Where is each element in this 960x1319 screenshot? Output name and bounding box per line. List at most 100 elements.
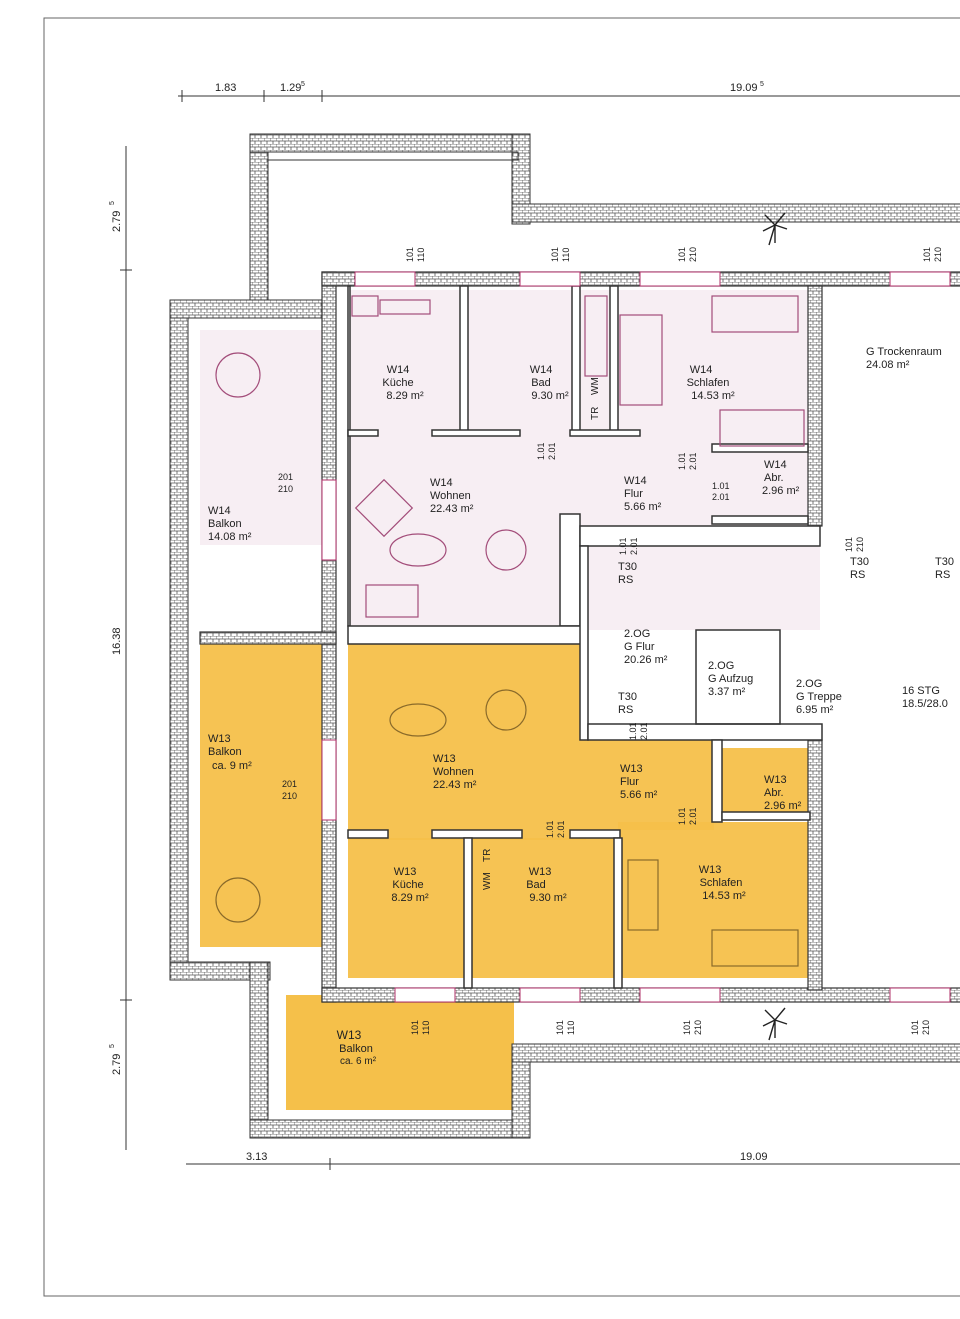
- svg-text:Balkon: Balkon: [208, 746, 242, 758]
- svg-text:W14: W14: [208, 505, 231, 517]
- svg-text:W13: W13: [433, 753, 456, 765]
- svg-text:5.66 m²: 5.66 m²: [620, 789, 658, 801]
- svg-text:RS: RS: [618, 574, 633, 586]
- svg-text:210: 210: [933, 247, 943, 262]
- w13-balkon-bottom-area: [286, 995, 514, 1110]
- svg-text:101: 101: [682, 1020, 692, 1035]
- svg-text:ca. 9 m²: ca. 9 m²: [212, 760, 252, 772]
- svg-text:T30: T30: [850, 556, 869, 568]
- w13-kueche-area: [348, 838, 468, 978]
- svg-text:Abr.: Abr.: [764, 472, 784, 484]
- dim-left-bottom: 2.79: [111, 1054, 123, 1075]
- dim-left-top: 2.79: [111, 211, 123, 232]
- svg-text:Küche: Küche: [382, 377, 413, 389]
- svg-text:W14: W14: [624, 475, 647, 487]
- svg-text:Flur: Flur: [620, 776, 639, 788]
- svg-text:9.30 m²: 9.30 m²: [531, 390, 569, 402]
- w13-balkon-left-area: [200, 644, 326, 947]
- svg-text:101: 101: [844, 537, 854, 552]
- svg-text:W14: W14: [430, 477, 453, 489]
- svg-text:G Aufzug: G Aufzug: [708, 673, 753, 685]
- svg-text:Wohnen: Wohnen: [430, 490, 471, 502]
- w13-highlight: [200, 644, 812, 1110]
- svg-text:T30: T30: [618, 691, 637, 703]
- svg-text:W13: W13: [699, 864, 722, 876]
- svg-text:16 STG: 16 STG: [902, 685, 940, 697]
- svg-text:Schlafen: Schlafen: [687, 377, 730, 389]
- svg-text:2.01: 2.01: [547, 442, 557, 460]
- svg-text:2.OG: 2.OG: [796, 678, 822, 690]
- svg-text:Balkon: Balkon: [339, 1043, 373, 1055]
- svg-text:T30: T30: [618, 561, 637, 573]
- svg-text:14.53 m²: 14.53 m²: [702, 890, 746, 902]
- svg-text:201: 201: [282, 779, 297, 789]
- fixture-labels: TR WM WM TR: [482, 377, 601, 890]
- svg-text:W14: W14: [764, 459, 787, 471]
- svg-text:2.01: 2.01: [688, 452, 698, 470]
- interior-walls: [347, 285, 823, 989]
- svg-text:14.08 m²: 14.08 m²: [208, 531, 252, 543]
- svg-text:2.OG: 2.OG: [708, 660, 734, 672]
- door-codes: 201 210 201 210 1.01 2.01 1.01 2.01 1.01…: [278, 442, 730, 838]
- svg-text:101: 101: [922, 247, 932, 262]
- svg-text:101: 101: [405, 247, 415, 262]
- svg-text:W13: W13: [337, 1028, 362, 1042]
- svg-text:Küche: Küche: [392, 879, 423, 891]
- w13-flur-area: [586, 740, 714, 830]
- svg-text:WM: WM: [482, 872, 493, 890]
- w13-bad-area: [470, 838, 618, 978]
- dim-total-height: 16.38: [111, 627, 123, 655]
- sheet-border: [43, 17, 960, 1297]
- svg-text:24.08 m²: 24.08 m²: [866, 359, 910, 371]
- svg-text:101: 101: [910, 1020, 920, 1035]
- svg-text:210: 210: [693, 1020, 703, 1035]
- svg-text:110: 110: [561, 248, 571, 262]
- w14-tint: [200, 290, 820, 630]
- svg-text:110: 110: [421, 1021, 431, 1035]
- svg-text:T30: T30: [935, 556, 954, 568]
- dim-top-2-sup: 5: [301, 81, 305, 88]
- dimension-lines: [120, 90, 960, 1170]
- dim-left-top-sup: 5: [109, 201, 116, 205]
- svg-text:W13: W13: [764, 774, 787, 786]
- svg-text:TR: TR: [590, 407, 601, 420]
- svg-text:RS: RS: [618, 704, 633, 716]
- svg-text:110: 110: [416, 248, 426, 262]
- svg-text:G Flur: G Flur: [624, 641, 655, 653]
- svg-text:9.30 m²: 9.30 m²: [529, 892, 567, 904]
- svg-text:Bad: Bad: [526, 879, 546, 891]
- svg-text:101: 101: [550, 247, 560, 262]
- dim-bottom-2: 19.09: [740, 1151, 768, 1163]
- dimension-labels: 1.83 1.29 5 19.09 5 2.79 5 16.38 2.79 5 …: [109, 81, 768, 1163]
- svg-text:2.01: 2.01: [556, 820, 566, 838]
- svg-text:2.01: 2.01: [629, 537, 639, 555]
- w13-schlafen-area: [618, 822, 812, 978]
- svg-text:101: 101: [677, 247, 687, 262]
- svg-text:2.96 m²: 2.96 m²: [764, 800, 802, 812]
- svg-text:1.01: 1.01: [618, 537, 628, 555]
- svg-text:210: 210: [855, 537, 865, 552]
- svg-text:1.01: 1.01: [712, 481, 730, 491]
- dim-top-2: 1.29: [280, 82, 301, 94]
- svg-text:Balkon: Balkon: [208, 518, 242, 530]
- svg-text:W14: W14: [530, 364, 553, 376]
- svg-text:22.43 m²: 22.43 m²: [433, 779, 477, 791]
- svg-text:2.OG: 2.OG: [624, 628, 650, 640]
- dim-bottom-1: 3.13: [246, 1151, 267, 1163]
- windows: [321, 271, 951, 1003]
- dim-top-3-sup: 5: [760, 81, 764, 88]
